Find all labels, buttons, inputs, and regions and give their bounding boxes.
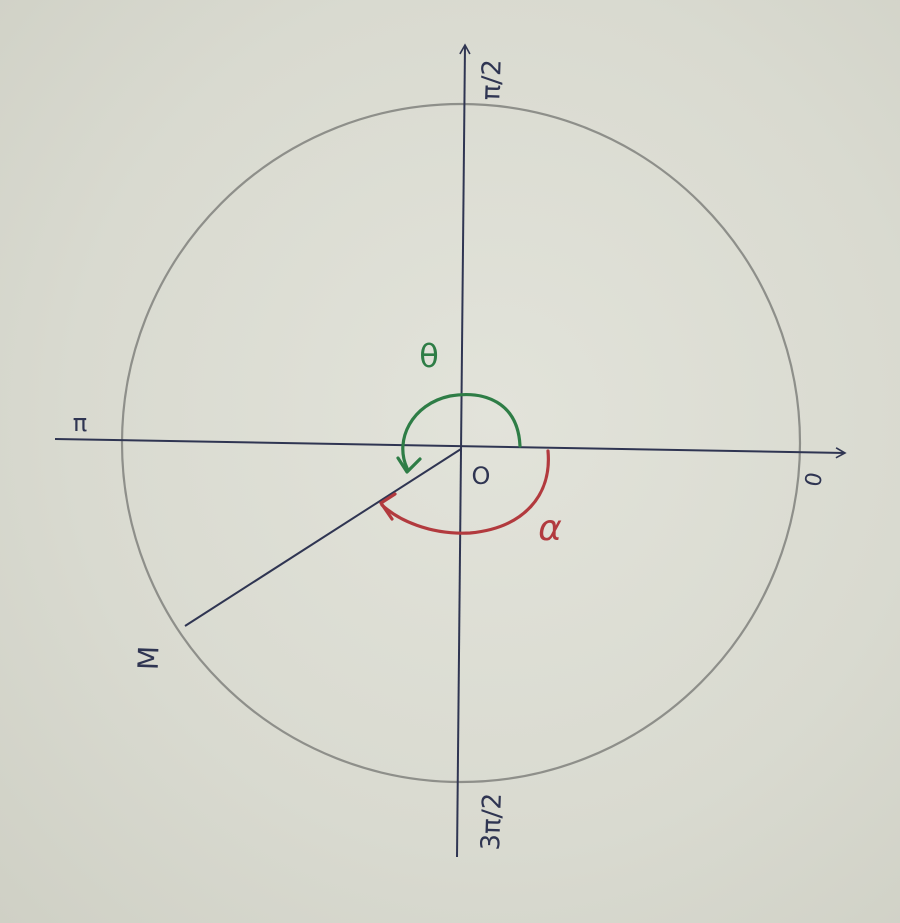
- alpha-arrowhead: [379, 492, 397, 521]
- theta-arc: [401, 392, 522, 470]
- x-axis: [54, 438, 847, 459]
- theta-arrowhead: [396, 456, 422, 474]
- point-m-label: M: [132, 645, 166, 670]
- radius-om: [184, 448, 462, 627]
- three-pi-over-2-label: 3π/2: [476, 792, 508, 851]
- alpha-label: α: [538, 508, 562, 549]
- unit-circle: [120, 102, 802, 784]
- origin-label: O: [472, 462, 491, 490]
- y-axis: [456, 43, 471, 858]
- alpha-arc: [380, 449, 550, 535]
- theta-label: θ: [419, 337, 439, 375]
- pi-label: π: [73, 409, 87, 437]
- zero-angle-label: 0: [801, 470, 828, 489]
- pi-over-2-label: π/2: [476, 59, 507, 101]
